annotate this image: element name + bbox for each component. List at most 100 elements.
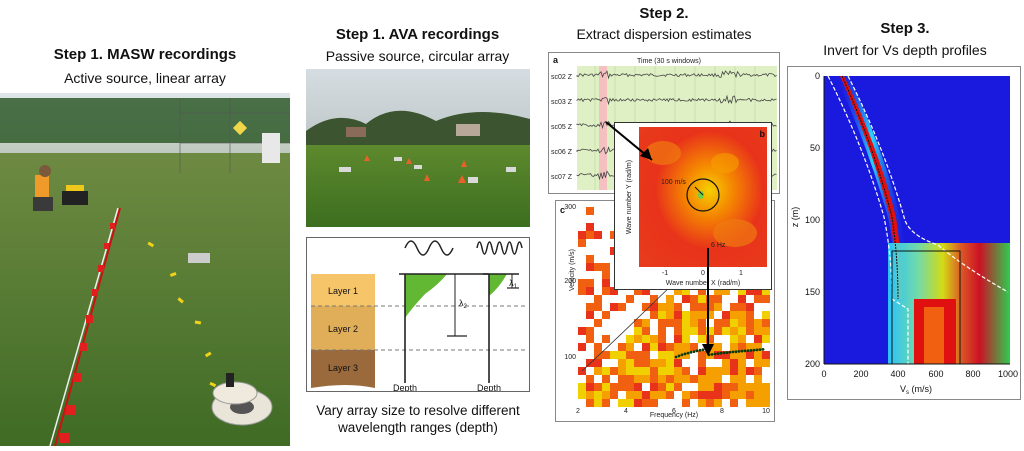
dispersion-cell xyxy=(578,391,586,399)
dispersion-pick xyxy=(737,350,741,353)
dispersion-cell xyxy=(674,375,682,383)
depth-label-1: Depth xyxy=(393,383,417,391)
dispersion-pick xyxy=(731,350,735,354)
dispersion-cell xyxy=(594,383,602,391)
dispersion-cell xyxy=(690,319,698,327)
dispersion-cell xyxy=(762,319,770,327)
dispersion-cell xyxy=(666,319,674,327)
dispersion-cell xyxy=(586,263,594,271)
dispersion-cell xyxy=(738,295,746,303)
velocity-circle xyxy=(686,178,720,212)
dispersion-cell xyxy=(738,287,746,295)
dispersion-cell xyxy=(690,343,698,351)
dispersion-cell xyxy=(746,311,754,319)
dispersion-cell xyxy=(586,311,594,319)
dispersion-cell xyxy=(682,327,690,335)
dispersion-cell xyxy=(594,319,602,327)
dispersion-cell xyxy=(722,367,730,375)
dispersion-cell xyxy=(714,367,722,375)
dispersion-cell xyxy=(738,303,746,311)
dispersion-cell xyxy=(578,279,586,287)
dispersion-cell xyxy=(658,367,666,375)
dispersion-cell xyxy=(610,383,618,391)
dispersion-cell xyxy=(674,383,682,391)
dispersion-cell xyxy=(658,351,666,359)
dispersion-cell xyxy=(666,391,674,399)
dispersion-cell xyxy=(754,343,762,351)
dispersion-cell xyxy=(698,359,706,367)
dispersion-cell xyxy=(578,343,586,351)
dispersion-cell xyxy=(762,335,770,343)
dispersion-cell xyxy=(730,335,738,343)
dispersion-cell xyxy=(706,375,714,383)
dispersion-cell xyxy=(578,239,586,247)
dispersion-cell xyxy=(698,303,706,311)
dispersion-cell xyxy=(698,375,706,383)
vs-xtick-5: 800 xyxy=(965,369,980,379)
dispersion-cell xyxy=(754,399,762,407)
dispersion-pick xyxy=(746,349,750,352)
vs-xtick-2: 200 xyxy=(853,369,868,379)
ava-caption-line1: Vary array size to resolve different xyxy=(316,403,520,418)
dispersion-cell xyxy=(762,295,770,303)
dispersion-cell xyxy=(658,319,666,327)
dispersion-cell xyxy=(666,295,674,303)
dispersion-pick xyxy=(680,353,684,357)
dispersion-cell xyxy=(682,391,690,399)
ava-title: Step 1. AVA recordings xyxy=(335,26,500,43)
dispersion-cell xyxy=(626,399,634,407)
panel-b-tick-1: -1 xyxy=(662,270,668,277)
masw-field-photo xyxy=(0,93,290,447)
dispersion-cell xyxy=(714,287,722,295)
dispersion-cell xyxy=(634,335,642,343)
dispersion-cell xyxy=(658,383,666,391)
dispersion-cell xyxy=(586,279,594,287)
frequency-label: 6 Hz xyxy=(711,242,726,249)
dispersion-cell xyxy=(738,327,746,335)
dispersion-cell xyxy=(690,311,698,319)
dispersion-cell xyxy=(578,327,586,335)
dispersion-pick xyxy=(710,353,714,356)
long-wave-icon xyxy=(404,240,454,256)
dispersion-cell xyxy=(666,359,674,367)
dispersion-pick xyxy=(674,355,678,359)
dispersion-cell xyxy=(746,351,754,359)
dispersion-cell xyxy=(714,391,722,399)
dispersion-cell xyxy=(754,327,762,335)
dispersion-cell xyxy=(690,375,698,383)
dispersion-cell xyxy=(714,399,722,407)
dispersion-cell xyxy=(682,311,690,319)
dispersion-cell xyxy=(738,359,746,367)
dispersion-cell xyxy=(674,311,682,319)
dispersion-cell xyxy=(746,391,754,399)
dispersion-pick xyxy=(758,348,762,351)
dispersion-cell xyxy=(602,391,610,399)
dispersion-pick xyxy=(755,348,759,352)
dispersion-cell xyxy=(586,375,594,383)
dispersion-cell xyxy=(730,311,738,319)
dispersion-cell xyxy=(658,311,666,319)
dispersion-cell xyxy=(754,295,762,303)
dispersion-cell xyxy=(746,343,754,351)
vs-xtick-4: 600 xyxy=(928,369,943,379)
layer-2-block xyxy=(311,306,375,350)
short-wave-icon xyxy=(476,241,523,255)
step3-title: Step 3. xyxy=(880,20,930,37)
dispersion-cell xyxy=(682,367,690,375)
dispersion-cell xyxy=(642,303,650,311)
depth-label-2: Depth xyxy=(477,383,501,391)
dispersion-cell xyxy=(698,327,706,335)
dispersion-cell xyxy=(738,375,746,383)
dispersion-cell xyxy=(762,327,770,335)
dispersion-cell xyxy=(618,399,626,407)
dispersion-cell xyxy=(746,327,754,335)
dispersion-cell xyxy=(714,327,722,335)
dispersion-cell xyxy=(722,351,730,359)
dispersion-cell xyxy=(674,335,682,343)
dispersion-cell xyxy=(610,287,618,295)
dispersion-pick xyxy=(677,354,681,358)
dispersion-cell xyxy=(714,343,722,351)
dispersion-cell xyxy=(698,367,706,375)
dispersion-cell xyxy=(634,399,642,407)
dispersion-cell xyxy=(642,335,650,343)
